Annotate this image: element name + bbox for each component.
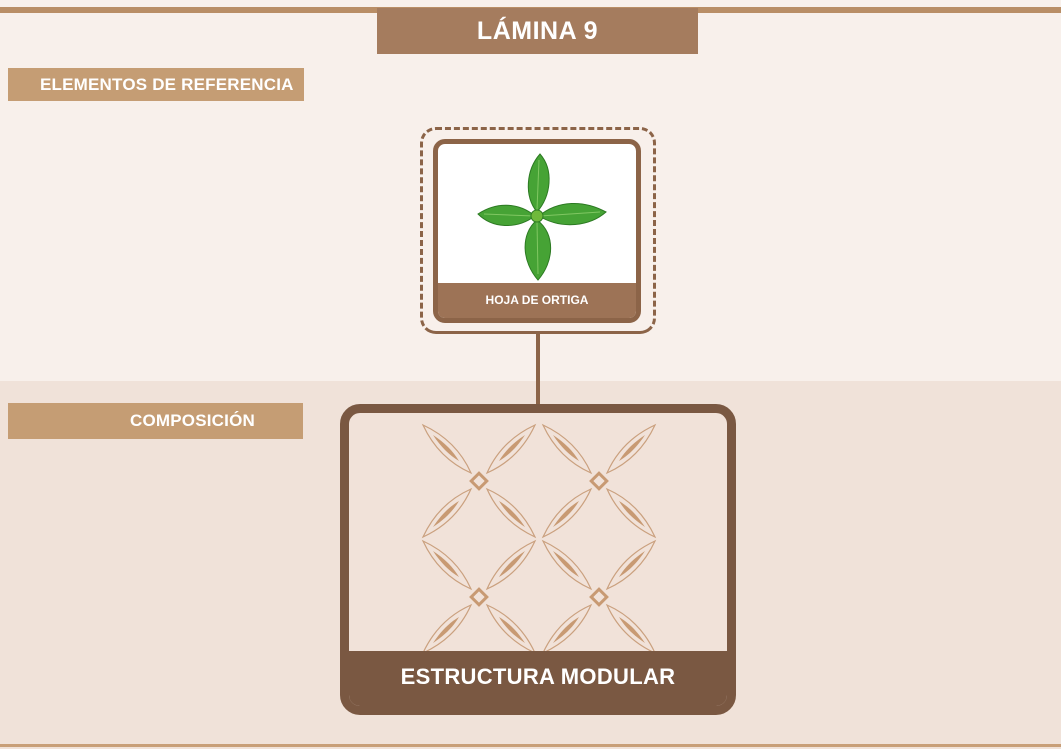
reference-dashed-frame xyxy=(420,127,656,334)
composition-card: ESTRUCTURA MODULAR xyxy=(340,404,736,715)
connector-line xyxy=(536,333,540,421)
section-label-composition: COMPOSICIÓN xyxy=(8,403,303,439)
bottom-divider xyxy=(0,744,1061,747)
composition-caption: ESTRUCTURA MODULAR xyxy=(349,651,727,706)
section-label-reference: ELEMENTOS DE REFERENCIA xyxy=(8,68,304,101)
page-title: LÁMINA 9 xyxy=(377,8,698,54)
nettle-leaf-icon xyxy=(477,153,607,281)
modular-pattern-icon xyxy=(419,421,659,657)
reference-caption: HOJA DE ORTIGA xyxy=(438,283,636,318)
reference-card: HOJA DE ORTIGA xyxy=(433,139,641,323)
